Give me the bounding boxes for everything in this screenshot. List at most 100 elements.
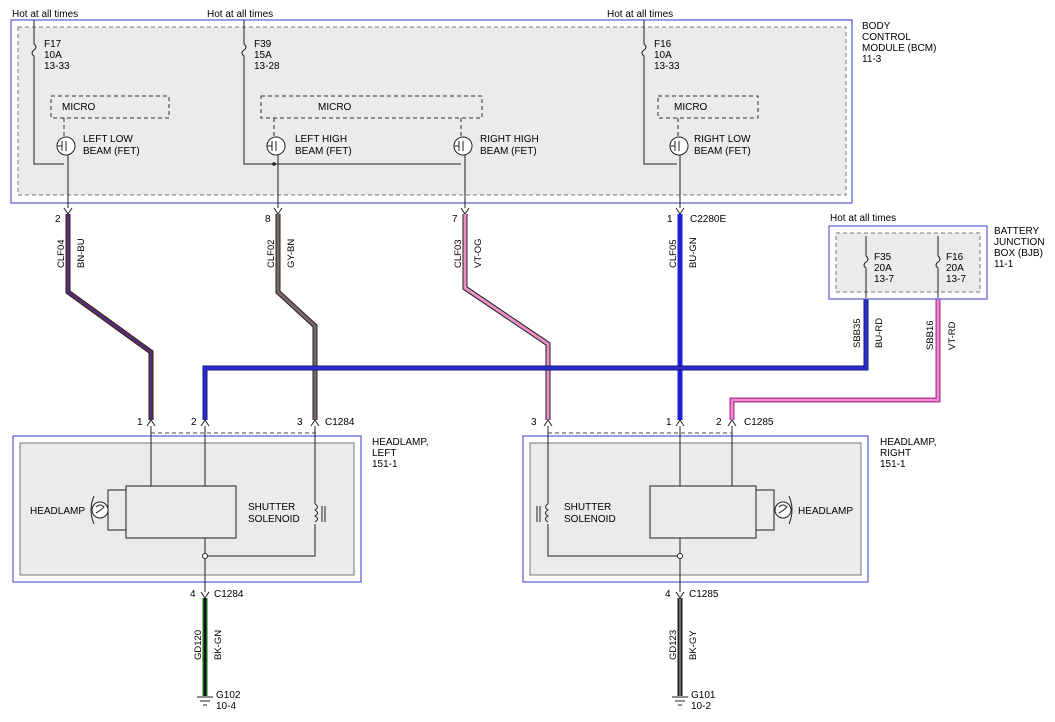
wire-clf04-tracer bbox=[67, 214, 152, 420]
circuit-sbb35: SBB35 bbox=[852, 318, 863, 348]
hot-label-mid: Hot at all times bbox=[207, 9, 273, 20]
fuse-f16-bcm-name: F16 bbox=[654, 39, 672, 50]
fet-right-high-label-1: RIGHT HIGH bbox=[480, 134, 539, 145]
headlamp-left-solenoid-label-1: SHUTTER bbox=[248, 502, 295, 513]
headlamp-left-title-3: 151-1 bbox=[372, 459, 398, 470]
bjb-f35-name: F35 bbox=[874, 252, 892, 263]
fuse-f17-ref: 13-33 bbox=[44, 61, 70, 72]
headlamp-right-title-1: HEADLAMP, bbox=[880, 437, 937, 448]
bcm-pin-2: 2 bbox=[55, 214, 61, 225]
headlamp-right-ground-pin: 4 bbox=[665, 589, 671, 600]
headlamp-left-solenoid-label-2: SOLENOID bbox=[248, 514, 300, 525]
bjb-f16-ref: 13-7 bbox=[946, 274, 966, 285]
headlamp-right-module: 3 1 2 C1285 HEADLAMP, RIGHT 151-1 SHUTTE… bbox=[522, 417, 937, 600]
bcm-pin-8: 8 bbox=[265, 214, 271, 225]
circuit-sbb16: SBB16 bbox=[925, 320, 936, 350]
headlamp-left-module: 1 2 3 C1284 HEADLAMP, LEFT 151-1 HEADLAM… bbox=[12, 417, 429, 600]
micro-label-right: MICRO bbox=[674, 102, 708, 113]
battery-junction-box: Hot at all times F35 20A 13-7 F16 20A 13… bbox=[828, 213, 1045, 300]
fet-right-low-label-1: RIGHT LOW bbox=[694, 134, 751, 145]
headlamp-right-solenoid-label-1: SHUTTER bbox=[564, 502, 611, 513]
bjb-f16-name: F16 bbox=[946, 252, 964, 263]
bcm-pin-7: 7 bbox=[452, 214, 458, 225]
hot-label-left: Hot at all times bbox=[12, 9, 78, 20]
headlamp-right-ground-connector: C1285 bbox=[689, 589, 719, 600]
ground-g102-icon bbox=[197, 696, 213, 706]
headlamp-right-pin-1: 1 bbox=[666, 417, 672, 428]
headlamp-right-pin-3: 3 bbox=[531, 417, 537, 428]
fet-left-high: LEFT HIGH BEAM (FET) bbox=[266, 134, 352, 157]
wire-sbb16 bbox=[730, 298, 940, 420]
fuse-f16-bcm-rating: 10A bbox=[654, 50, 672, 61]
headlamp-right-title-3: 151-1 bbox=[880, 459, 906, 470]
color-sbb35: BU-RD bbox=[874, 318, 885, 348]
bjb-title-1: BATTERY bbox=[994, 226, 1040, 237]
headlamp-right-filament bbox=[778, 504, 788, 514]
bcm-title-4: 11-3 bbox=[862, 54, 882, 65]
bcm-pins: 2 8 7 1 C2280E bbox=[55, 207, 726, 225]
bcm-connector: C2280E bbox=[690, 214, 726, 225]
headlamp-right-bulb-leads bbox=[756, 489, 775, 531]
fuse-f17-rating: 10A bbox=[44, 50, 62, 61]
bcm-inner-box bbox=[17, 26, 847, 196]
headlamp-left-connector: C1284 bbox=[325, 417, 355, 428]
headlamp-left-ground-pin-arrow bbox=[200, 591, 210, 599]
headlamp-right-solenoid-coil bbox=[545, 503, 549, 523]
micro-box-right bbox=[657, 95, 759, 119]
fet-right-high: RIGHT HIGH BEAM (FET) bbox=[453, 134, 539, 157]
headlamp-right-splice bbox=[677, 553, 683, 559]
headlamp-right-internal-wiring bbox=[547, 426, 733, 592]
ground-g102-name: G102 bbox=[216, 690, 241, 701]
circuit-clf04: CLF04 bbox=[56, 239, 67, 268]
splice-dot bbox=[272, 162, 276, 166]
headlamp-left-reflector bbox=[90, 495, 95, 525]
bjb-inner-box bbox=[835, 232, 981, 293]
headlamp-left-title-2: LEFT bbox=[372, 448, 396, 459]
micro-control-leads bbox=[63, 118, 679, 136]
fet-left-low-label-1: LEFT LOW bbox=[83, 134, 133, 145]
bcm-title-2: CONTROL bbox=[862, 32, 911, 43]
bcm-pin-1: 1 bbox=[667, 214, 673, 225]
headlamp-left-splice bbox=[202, 553, 208, 559]
bjb-fuse-f35-line bbox=[863, 236, 869, 298]
bcm-title-1: BODY bbox=[862, 21, 891, 32]
ground-g101-ref: 10-2 bbox=[691, 701, 711, 712]
bjb-f35-rating: 20A bbox=[874, 263, 892, 274]
fet-right-low-label-2: BEAM (FET) bbox=[694, 146, 751, 157]
headlamp-right-solenoid-label-2: SOLENOID bbox=[564, 514, 616, 525]
color-clf05: BU-GN bbox=[688, 237, 699, 268]
color-clf03: VT-OG bbox=[473, 238, 484, 268]
bcm-output-leads bbox=[67, 155, 681, 208]
circuit-gd120: GD120 bbox=[193, 630, 204, 660]
headlamp-left-ground-pin: 4 bbox=[190, 589, 196, 600]
hot-label-right: Hot at all times bbox=[607, 9, 673, 20]
ground-g101: G101 10-2 bbox=[672, 690, 716, 712]
fuse-f17-name: F17 bbox=[44, 39, 62, 50]
fuse-f39-ref: 13-28 bbox=[254, 61, 280, 72]
fet-left-low: LEFT LOW BEAM (FET) bbox=[56, 134, 140, 157]
ground-g102: G102 10-4 bbox=[197, 690, 241, 712]
fet-left-high-label-1: LEFT HIGH bbox=[295, 134, 347, 145]
headlamp-right-pin-arrows bbox=[543, 419, 737, 427]
circuit-clf05: CLF05 bbox=[668, 239, 679, 268]
fuse-f16-bcm-ref: 13-33 bbox=[654, 61, 680, 72]
bjb-fuse-f16-line bbox=[935, 236, 941, 298]
headlamp-right-pin-2: 2 bbox=[716, 417, 722, 428]
headlamp-left-filament bbox=[95, 504, 105, 514]
bcm-title-3: MODULE (BCM) bbox=[862, 43, 936, 54]
color-clf02: GY-BN bbox=[286, 239, 297, 268]
body-control-module: BODY CONTROL MODULE (BCM) 11-3 Hot at al… bbox=[10, 9, 936, 208]
headlamp-right-control-block bbox=[649, 485, 757, 539]
color-clf04: BN-BU bbox=[76, 238, 87, 268]
color-gd120: BK-GN bbox=[213, 630, 224, 660]
headlamp-left-label: HEADLAMP bbox=[30, 506, 85, 517]
fuse-f16-bcm: F16 10A 13-33 bbox=[641, 20, 680, 165]
headlamp-right-ground-pin-arrow bbox=[675, 591, 685, 599]
bjb-f35-ref: 13-7 bbox=[874, 274, 894, 285]
headlamp-left-pin-arrows bbox=[146, 419, 320, 427]
bjb-hot-label: Hot at all times bbox=[830, 213, 896, 224]
headlamp-right-title-2: RIGHT bbox=[880, 448, 911, 459]
headlamp-right-label: HEADLAMP bbox=[798, 506, 853, 517]
headlamp-right-reflector bbox=[788, 495, 793, 525]
headlamp-left-solenoid-coil bbox=[314, 503, 318, 523]
